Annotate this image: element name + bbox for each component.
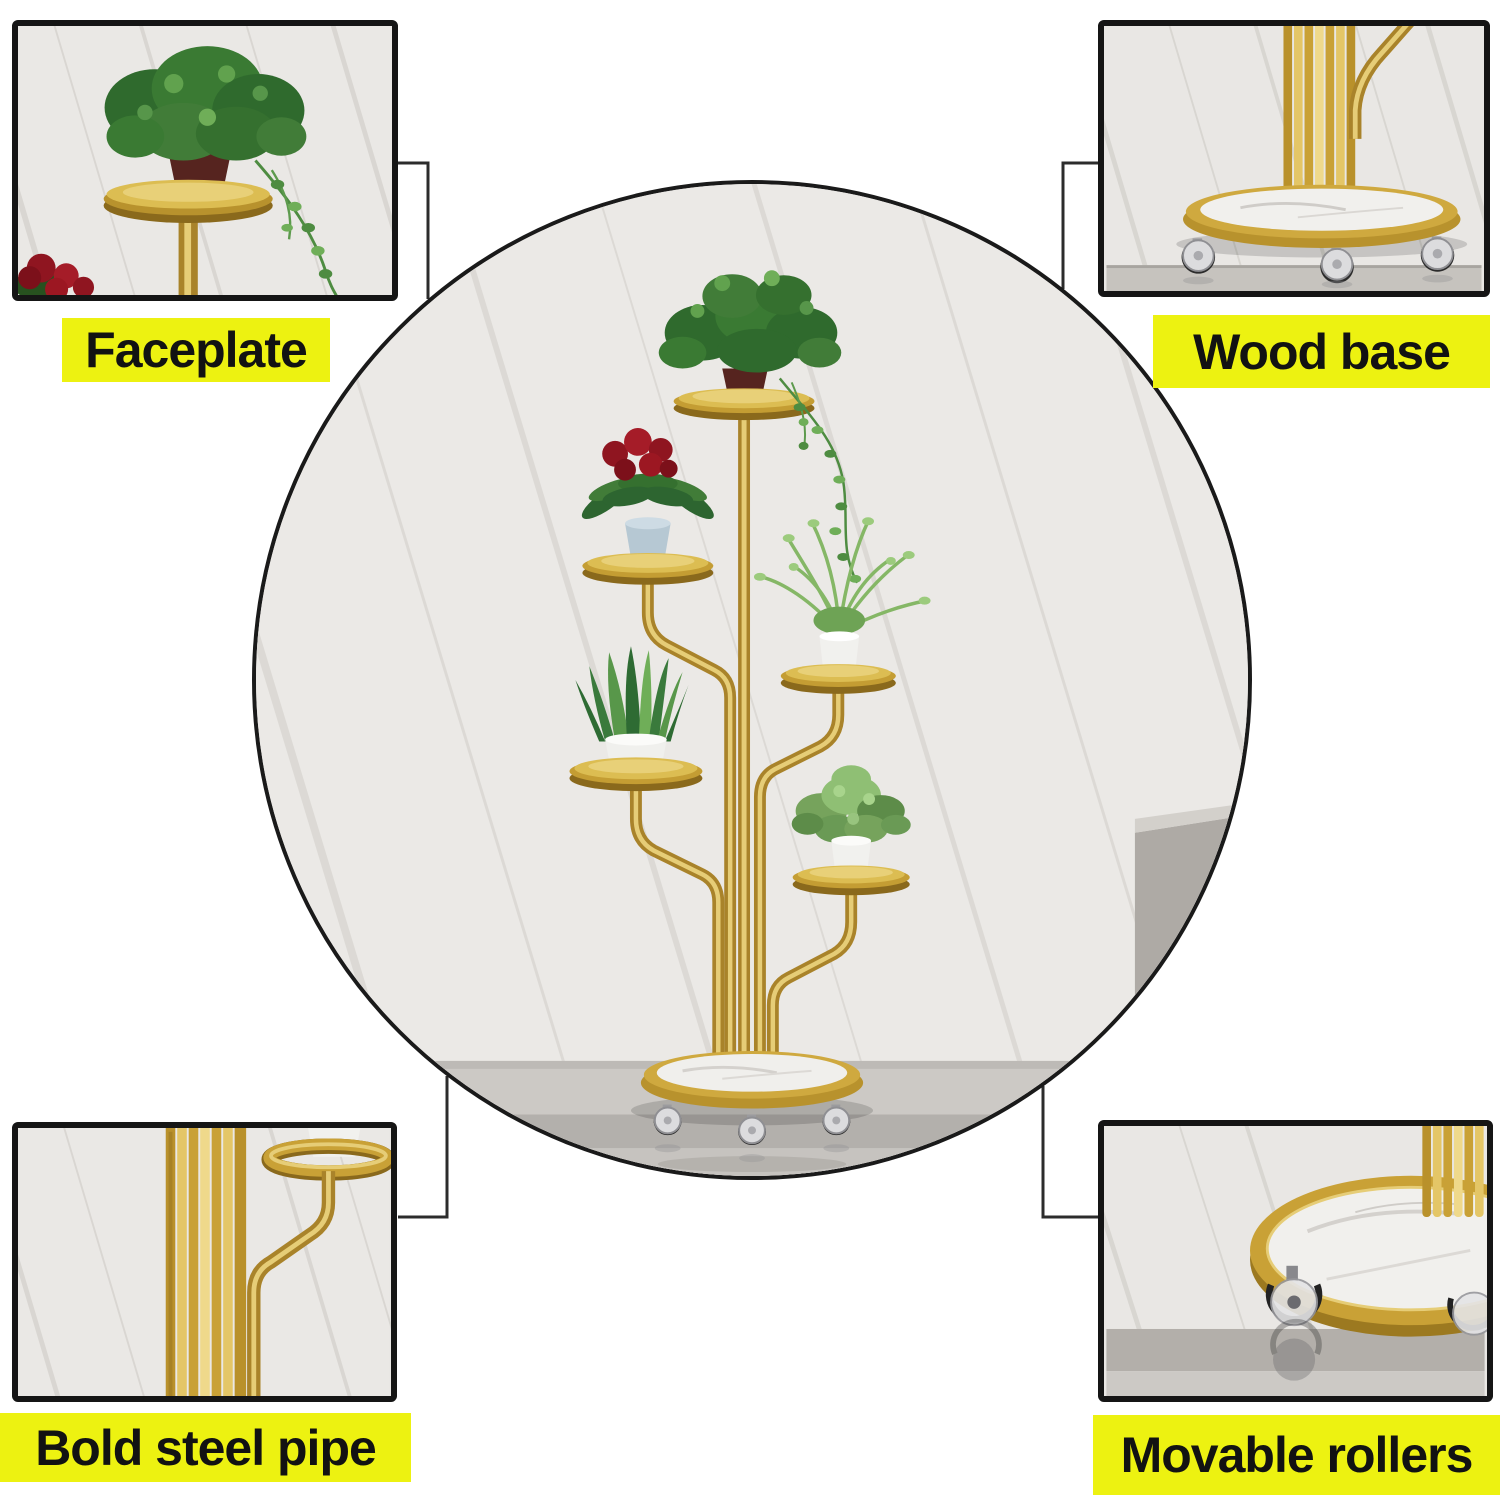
- faceplate-photo-art: [18, 26, 392, 295]
- plant-tier-1: [658, 270, 862, 584]
- plant-tier-3: [753, 517, 931, 694]
- callout-label-wood-base: Wood base: [1153, 315, 1490, 388]
- callout-label-movable-rollers: Movable rollers: [1093, 1415, 1500, 1495]
- steel-pipe-photo-art: [18, 1128, 391, 1396]
- vine: [254, 159, 338, 295]
- branch-pipe: [1349, 26, 1414, 139]
- fluted-gold-pole: [1422, 1126, 1484, 1217]
- photo-faceplate-detail: [12, 20, 398, 301]
- caster-wheel-right: [1447, 1291, 1487, 1336]
- gold-tray: [103, 179, 273, 223]
- plant-tier-2: [581, 428, 714, 585]
- plant-tier-5: [791, 765, 911, 896]
- photo-steel-pipe-detail: [12, 1122, 397, 1402]
- branch-pipe: [247, 1171, 336, 1396]
- photo-wood-base-detail: [1098, 20, 1490, 297]
- callout-label-bold-steel-pipe: Bold steel pipe: [0, 1413, 411, 1482]
- round-base: [1176, 184, 1468, 258]
- connector-steel-pipe: [398, 1076, 449, 1219]
- floor-reflective: [1106, 1371, 1485, 1396]
- floor: [1106, 265, 1482, 291]
- gold-trunk-and-stems: [629, 404, 858, 1065]
- plant-stand-scene: [256, 184, 1248, 1176]
- main-product-photo: [252, 180, 1252, 1180]
- wood-base-photo-art: [1104, 26, 1484, 291]
- caster-wheels: [1181, 236, 1455, 289]
- fluted-gold-pole: [1283, 26, 1356, 200]
- plant-tier-4: [569, 646, 703, 792]
- caster-wheel: [1265, 1265, 1323, 1381]
- connector-wood-base: [1061, 161, 1098, 289]
- photo-rollers-detail: [1098, 1120, 1493, 1402]
- connector-rollers: [1041, 1086, 1098, 1219]
- caster-reflection: [1270, 1318, 1322, 1381]
- red-flowers: [18, 253, 95, 295]
- plant-foliage: [104, 46, 307, 161]
- fluted-gold-pole: [165, 1128, 247, 1396]
- round-base: [630, 1051, 874, 1126]
- rollers-photo-art: [1104, 1126, 1487, 1396]
- caster-wheels: [653, 1104, 851, 1173]
- connector-faceplate: [398, 161, 430, 299]
- callout-label-faceplate: Faceplate: [62, 318, 330, 382]
